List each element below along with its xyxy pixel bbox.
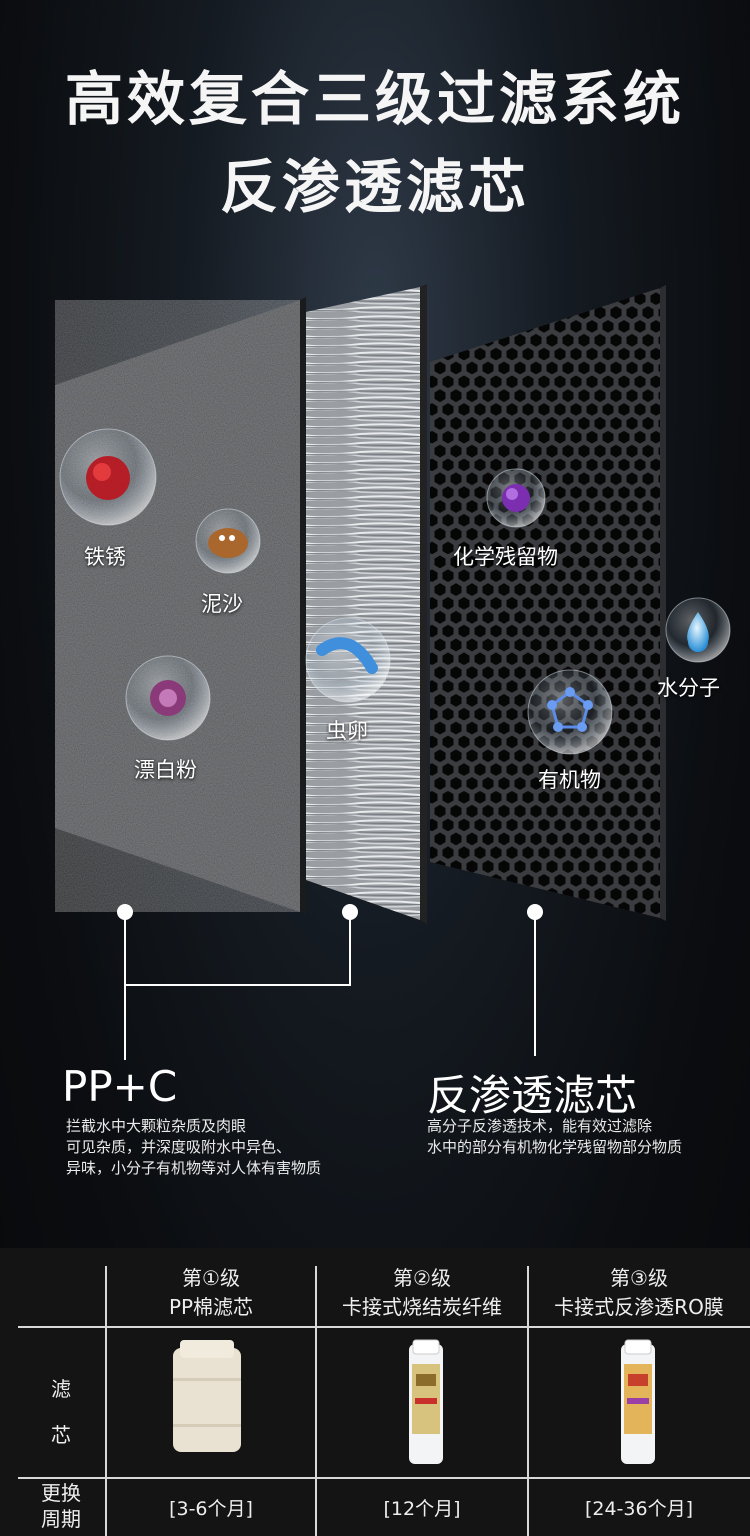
stage-3-cycle: [24-36个月] — [584, 1498, 694, 1520]
section-left-desc: 拦截水中大颗粒杂质及肉眼 可见杂质，并深度吸附水中异色、 异味，小分子有机物等对… — [66, 1117, 322, 1177]
rust-bubble-icon — [59, 428, 157, 526]
label-organic: 有机物 — [538, 768, 601, 792]
stage-3-header: 第③级 卡接式反渗透RO膜 — [554, 1266, 724, 1319]
stage-2-header: 第②级 卡接式烧结炭纤维 — [342, 1266, 502, 1319]
ro-filter-image — [621, 1339, 655, 1464]
connector-dot — [117, 904, 133, 920]
water-drop-icon — [665, 597, 731, 663]
section-left-title: PP+C — [62, 1062, 178, 1111]
connector-dot — [527, 904, 543, 920]
connector-dot — [342, 904, 358, 920]
table-grid — [18, 1266, 750, 1536]
section-right-title: 反渗透滤芯 — [427, 1071, 638, 1120]
pp-filter-image — [173, 1340, 241, 1452]
filter-stage-table: 第①级 PP棉滤芯 第②级 卡接式烧结炭纤维 第③级 卡接式反渗透RO膜 滤 芯… — [0, 1248, 750, 1536]
row-cycle-label: 更换 周期 — [41, 1481, 81, 1531]
carbon-filter-image — [409, 1339, 443, 1464]
label-eggs: 虫卵 — [326, 719, 368, 743]
stage-2-cycle: [12个月] — [383, 1498, 461, 1520]
organic-bubble-icon — [527, 669, 613, 755]
stage-1-header: 第①级 PP棉滤芯 — [168, 1266, 254, 1319]
label-mud: 泥沙 — [201, 592, 243, 616]
layer-ro-membrane — [430, 285, 666, 921]
bleach-bubble-icon — [125, 655, 211, 741]
chem-bubble-icon — [486, 468, 546, 528]
label-chem: 化学残留物 — [453, 545, 558, 569]
connector-lines — [124, 912, 536, 1060]
headline: 高效复合三级过滤系统 — [64, 65, 685, 133]
label-bleach: 漂白粉 — [134, 758, 197, 782]
label-rust: 铁锈 — [84, 545, 126, 569]
mud-bubble-icon — [195, 508, 261, 574]
layer-carbon-fiber — [306, 284, 427, 924]
subheadline: 反渗透滤芯 — [219, 153, 530, 221]
label-water: 水分子 — [657, 676, 720, 700]
row-filter-label: 滤 芯 — [51, 1377, 71, 1447]
eggs-bubble-icon — [305, 617, 391, 703]
stage-1-cycle: [3-6个月] — [169, 1498, 253, 1520]
layer-pp-carbon — [55, 297, 306, 915]
filter-layers-illustration — [55, 284, 731, 1060]
section-right-desc: 高分子反渗透技术，能有效过滤除 水中的部分有机物化学残留物部分物质 — [427, 1117, 683, 1156]
